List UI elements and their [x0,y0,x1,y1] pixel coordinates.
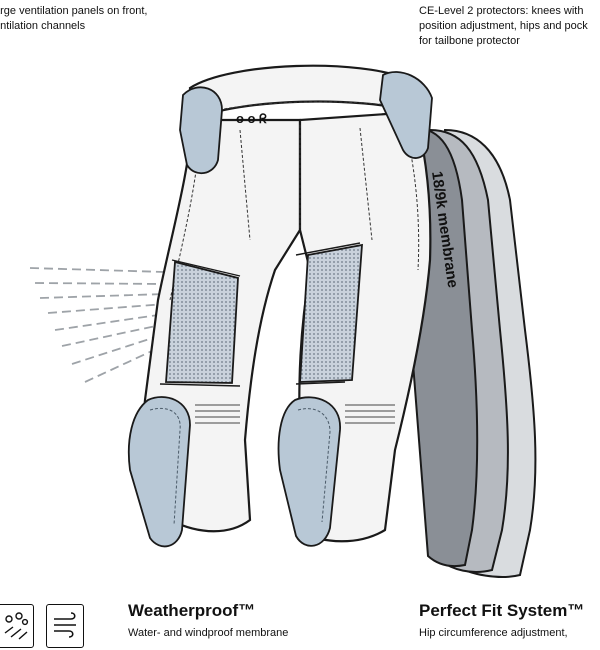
knee-protectors [127,396,341,548]
airflow-lines [29,267,166,383]
water-drops-icon [0,604,34,648]
brand-logo: o o ᖇ [236,111,267,126]
knee-protector-seams [149,407,331,526]
ventilation-panels [165,243,363,384]
stretch-panels [195,404,395,424]
protectors-callout: CE-Level 2 protectors: knees with positi… [419,5,588,47]
pants-illustration: 18/9k membrane o o ᖇ [29,64,537,578]
zippers [159,242,361,387]
weatherproof-description: Water- and windproof membrane [128,627,289,639]
perfect-fit-description: Hip circumference adjustment, [419,627,568,639]
wind-icon [46,604,84,648]
hip-protectors [179,71,433,174]
weatherproof-title: Weatherproof™ [128,601,256,620]
ventilation-callout: arge ventilation panels on front, entila… [0,5,148,32]
perfect-fit-title: Perfect Fit System™ [419,601,585,620]
